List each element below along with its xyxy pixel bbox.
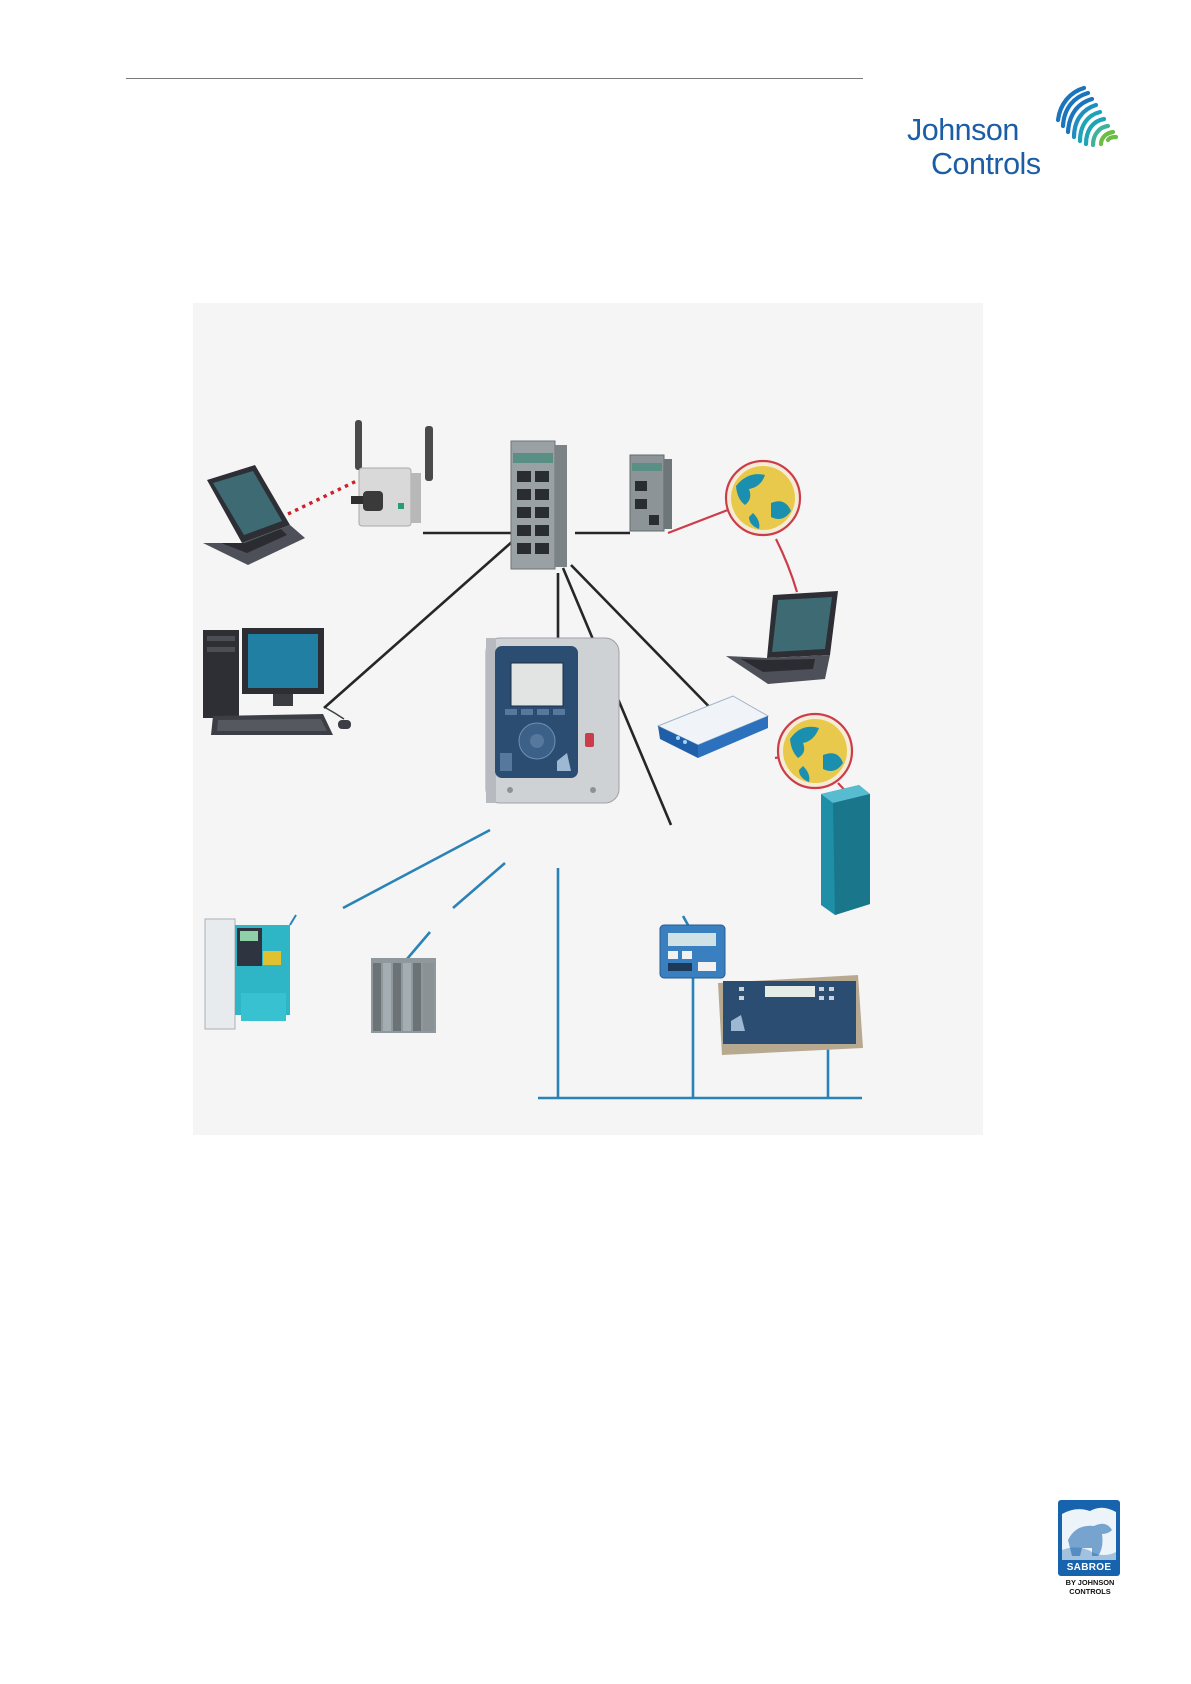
internet-bottom — [778, 714, 852, 788]
plc — [371, 958, 436, 1033]
internet-top — [726, 461, 800, 535]
main-controller — [486, 638, 619, 803]
ethernet-switch — [511, 441, 567, 569]
waves-logo-icon — [1050, 82, 1125, 154]
header-rule — [126, 78, 863, 79]
sabroe-tagline: BY JOHNSON CONTROLS — [1055, 1579, 1125, 1596]
sabroe-logo: SABROE BY JOHNSON CONTROLS — [1055, 1500, 1125, 1595]
tagline-line-2: CONTROLS — [1055, 1588, 1125, 1597]
server — [821, 785, 870, 915]
logo-wordmark: Johnson Controls — [907, 113, 1057, 181]
sabroe-wordmark: SABROE — [1058, 1562, 1120, 1573]
logo-line-2: Controls — [907, 147, 1057, 181]
small-controller — [660, 925, 725, 978]
frequency-converter — [205, 915, 296, 1029]
network-diagram — [193, 303, 983, 1135]
display-unit — [718, 975, 863, 1055]
sabroe-badge: SABROE — [1058, 1500, 1120, 1576]
logo-line-1: Johnson — [907, 113, 1057, 147]
johnson-controls-logo: Johnson Controls — [907, 82, 1125, 178]
router — [630, 455, 672, 531]
